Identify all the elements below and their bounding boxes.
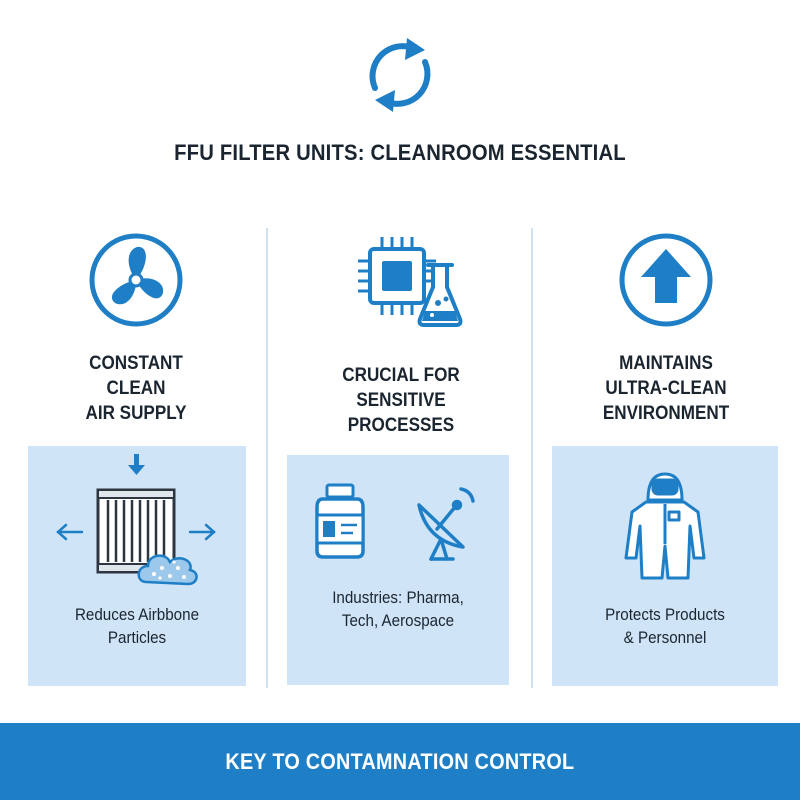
fan-icon [89, 233, 183, 327]
cleanroom-suit-icon [624, 472, 706, 580]
info-panel: Protects Products & Personnel [552, 446, 778, 686]
panel-illustration [624, 472, 706, 580]
hepa-filter-icon [96, 488, 176, 574]
cycle-arrows-icon [369, 38, 431, 112]
particle-cloud-icon [137, 554, 198, 586]
microchip-and-flask-icon [358, 237, 463, 327]
column-divider [266, 228, 268, 688]
column-divider [531, 228, 533, 688]
right-arrow-icon [188, 523, 216, 541]
panel-illustration [315, 483, 475, 561]
panel-caption: Industries: Pharma, Tech, Aerospace [332, 589, 464, 630]
panel-caption: Reduces Airbbone Particles [74, 606, 200, 647]
up-arrow-circle-icon [619, 233, 713, 327]
microchip-icon [358, 237, 436, 315]
column-heading: MAINTAINS ULTRA-CLEAN ENVIRONMENT [602, 353, 730, 424]
column-heading: CONSTANT CLEAN AIR SUPPLY [85, 353, 187, 424]
feature-column-ultra-clean: MAINTAINS ULTRA-CLEAN ENVIRONMENT Protec… [535, 225, 797, 695]
left-arrow-icon [56, 523, 84, 541]
panel-illustration [56, 454, 216, 586]
page-title: FFU FILTER UNITS: CLEANROOM ESSENTIAL [174, 140, 626, 165]
medicine-bottle-icon [315, 483, 365, 559]
footer-banner: KEY TO CONTAMNATION CONTROL [0, 723, 800, 800]
footer-text: KEY TO CONTAMNATION CONTROL [225, 748, 575, 774]
info-panel: Industries: Pharma, Tech, Aerospace [287, 455, 509, 685]
panel-caption: Protects Products & Personnel [605, 606, 725, 647]
column-heading: CRUCIAL FOR SENSITIVE PROCESSES [342, 365, 460, 436]
satellite-dish-icon [417, 487, 475, 561]
down-arrow-icon [128, 454, 145, 475]
info-panel: Reduces Airbbone Particles [28, 446, 246, 686]
feature-column-sensitive-processes: CRUCIAL FOR SENSITIVE PROCESSES [270, 225, 532, 695]
feature-column-air-supply: CONSTANT CLEAN AIR SUPPLY [5, 225, 267, 695]
flask-icon [417, 263, 463, 327]
